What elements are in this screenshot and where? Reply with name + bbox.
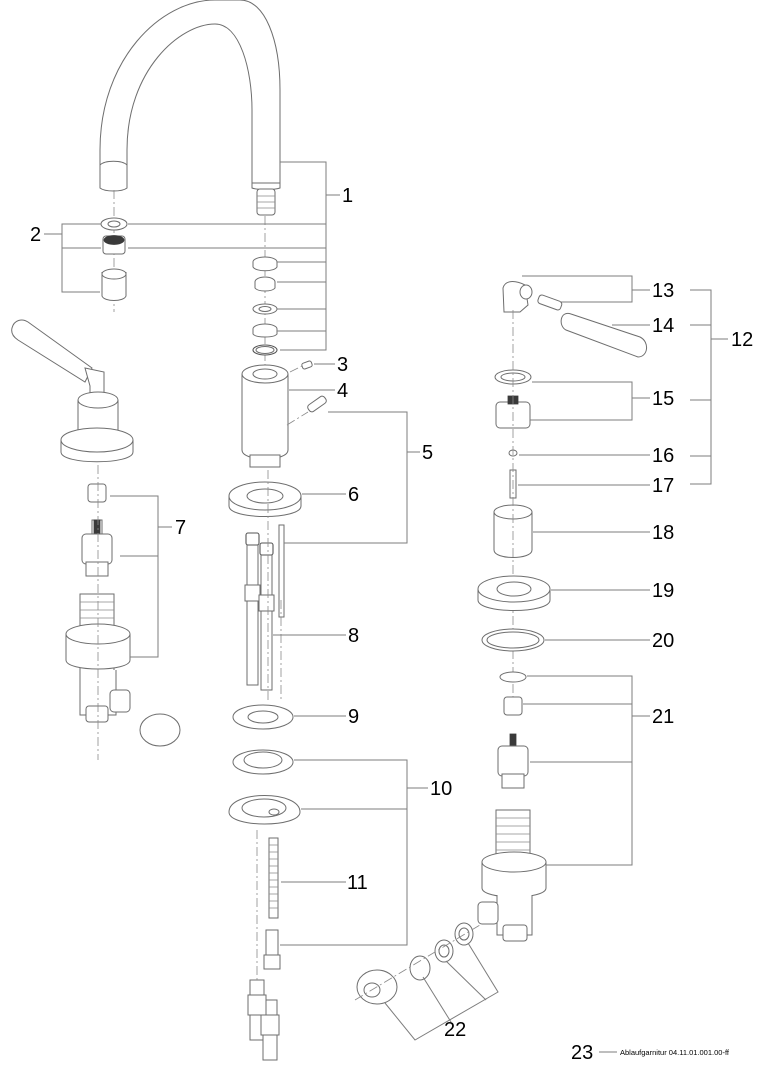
left-handle xyxy=(11,319,134,463)
callout-12: 12 xyxy=(731,329,753,351)
callout-3: 3 xyxy=(337,354,348,376)
callout-16: 16 xyxy=(652,445,674,467)
callout-2: 2 xyxy=(30,224,41,246)
set-screw xyxy=(289,360,313,373)
callout-20: 20 xyxy=(652,630,674,652)
compression-fittings xyxy=(354,922,481,1005)
footnote-caption: Ablaufgarnitur 04.11.01.001.00-ff xyxy=(620,1048,730,1057)
callout-6: 6 xyxy=(348,484,359,506)
callout-14: 14 xyxy=(652,315,674,337)
callout-8: 8 xyxy=(348,625,359,647)
callout-23: 23 xyxy=(571,1042,593,1064)
right-valve-set xyxy=(477,671,547,942)
callout-4: 4 xyxy=(337,380,348,402)
mounting-set xyxy=(228,749,301,970)
spout-seal-set xyxy=(252,256,278,356)
callout-11: 11 xyxy=(347,872,368,894)
hose-ends xyxy=(247,830,280,1061)
left-valve-set xyxy=(65,465,181,760)
aerator-set xyxy=(100,217,128,301)
callout-9: 9 xyxy=(348,706,359,728)
callout-18: 18 xyxy=(652,522,674,544)
callout-22: 22 xyxy=(444,1019,466,1041)
spout-gooseneck xyxy=(99,0,281,216)
callout-1: 1 xyxy=(342,185,353,207)
washer xyxy=(232,704,294,730)
right-cartridge-parts xyxy=(493,310,533,700)
callout-13: 13 xyxy=(652,280,674,302)
right-handle-lever xyxy=(502,281,647,358)
spout-base-body xyxy=(241,364,289,468)
supply-hoses xyxy=(244,470,285,700)
callout-21: 21 xyxy=(652,706,674,728)
callout-7: 7 xyxy=(175,517,186,539)
threaded-rod xyxy=(268,837,279,919)
callout-15: 15 xyxy=(652,388,674,410)
callout-10: 10 xyxy=(430,778,452,800)
right-flange-and-seal xyxy=(477,575,551,652)
pin xyxy=(286,395,327,426)
leader-lines xyxy=(44,161,728,1053)
base-flange xyxy=(228,481,302,517)
callout-17: 17 xyxy=(652,475,674,497)
callout-19: 19 xyxy=(652,580,674,602)
callout-5: 5 xyxy=(422,442,433,464)
